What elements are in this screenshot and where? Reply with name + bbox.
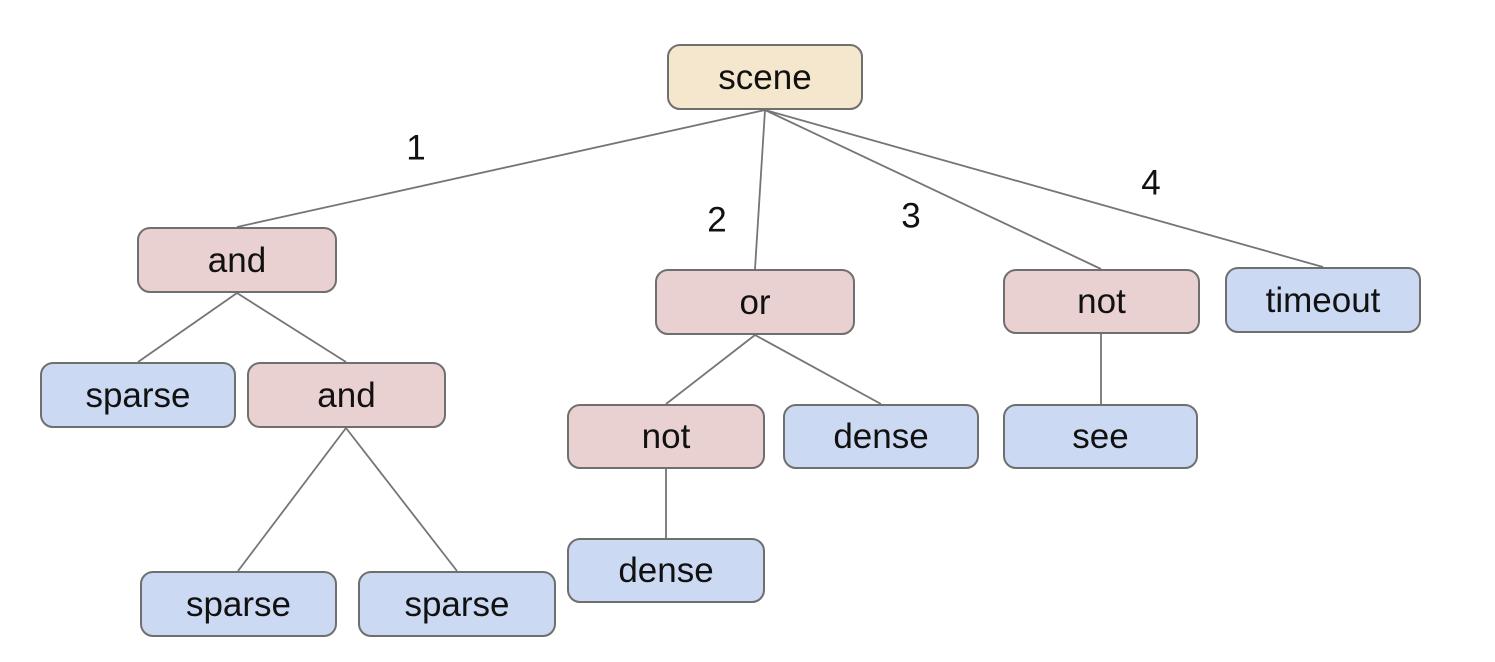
node-scene: scene: [667, 44, 863, 110]
edge-scene-not1: [764, 109, 1102, 270]
edge-scene-or1: [754, 109, 766, 270]
node-sparse-1: sparse: [40, 362, 236, 428]
edge-label-1: 1: [406, 128, 426, 168]
edge-scene-timeout: [764, 109, 1324, 268]
edge-and2-sparse3: [345, 427, 458, 572]
node-and-1: and: [137, 227, 337, 293]
node-dense-1: dense: [783, 404, 979, 469]
node-not-2: not: [567, 404, 765, 469]
node-timeout: timeout: [1225, 267, 1421, 333]
node-sparse-3: sparse: [358, 571, 556, 637]
node-not-1: not: [1003, 269, 1200, 334]
edge-and2-sparse2: [237, 427, 347, 572]
node-sparse-2: sparse: [140, 571, 337, 637]
node-dense-2: dense: [567, 538, 765, 603]
edge-label-4: 4: [1141, 163, 1161, 203]
node-see: see: [1003, 404, 1198, 469]
edge-label-3: 3: [901, 196, 921, 236]
edge-or1-dense1: [754, 334, 882, 405]
edge-scene-and1: [236, 109, 766, 228]
node-and-2: and: [247, 362, 446, 428]
edge-and1-sparse1: [137, 292, 238, 363]
edge-or1-not2: [665, 334, 756, 405]
edge-and1-and2: [236, 292, 347, 363]
edge-label-2: 2: [707, 200, 727, 240]
node-or-1: or: [655, 269, 855, 335]
